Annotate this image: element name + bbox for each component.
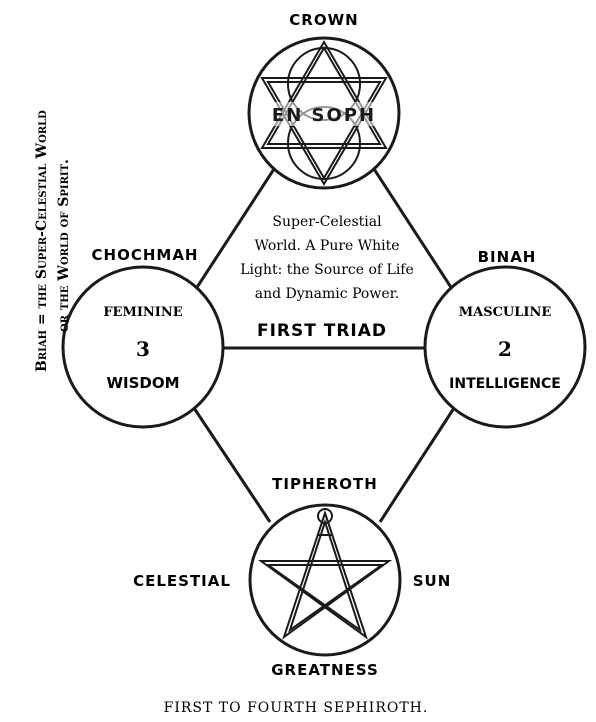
line-crown-chochmah [190, 168, 276, 296]
side-title: Briah = the Super-Celestial World or the… [34, 110, 72, 372]
description-line-2: World. A Pure White [254, 238, 399, 254]
chochmah-sephira: FEMININE 3 WISDOM [61, 265, 225, 429]
description-line-4: and Dynamic Power. [255, 286, 399, 302]
greatness-label: GREATNESS [271, 661, 379, 679]
pentagram-icon [257, 509, 393, 640]
line-binah-tiphereth [378, 404, 458, 523]
binah-number: 2 [498, 337, 512, 361]
line-chochmah-tiphereth [190, 404, 272, 523]
binah-label: BINAH [478, 248, 537, 266]
description-line-3: Light: the Source of Life [240, 262, 414, 278]
tiphereth-sephira [248, 503, 402, 657]
first-triad-label: FIRST TRIAD [257, 321, 387, 341]
chochmah-quality: FEMININE [103, 305, 182, 320]
chochmah-circle [61, 265, 225, 429]
figure-caption: FIRST TO FOURTH SEPHIROTH. [164, 700, 429, 716]
chochmah-number: 3 [136, 337, 150, 361]
connector-lines [190, 168, 458, 523]
sun-symbol-icon [317, 508, 333, 536]
crown-sephira: EN SOPH [247, 36, 401, 190]
binah-circle [423, 265, 587, 429]
binah-sephira: MASCULINE 2 INTELLIGENCE [423, 265, 587, 429]
chochmah-name: WISDOM [106, 374, 179, 392]
description-line-1: Super-Celestial [272, 214, 382, 230]
tiphereth-label: TIPHEROTH [272, 475, 378, 493]
celestial-label: CELESTIAL [133, 572, 231, 590]
side-title-line-2: or the World of Spirit. [56, 159, 72, 332]
line-crown-binah [372, 168, 458, 296]
crown-label: CROWN [289, 11, 358, 29]
en-soph-text: EN SOPH [272, 105, 376, 126]
binah-quality: MASCULINE [459, 305, 552, 320]
tiphereth-circle [248, 503, 402, 657]
triad-description: Super-Celestial World. A Pure White Ligh… [240, 214, 414, 341]
binah-name: INTELLIGENCE [449, 376, 561, 392]
chochmah-label: CHOCHMAH [92, 246, 199, 264]
side-title-line-1: Briah = the Super-Celestial World [34, 110, 50, 372]
hexagram-icon [260, 40, 388, 186]
sun-label: SUN [413, 572, 452, 590]
